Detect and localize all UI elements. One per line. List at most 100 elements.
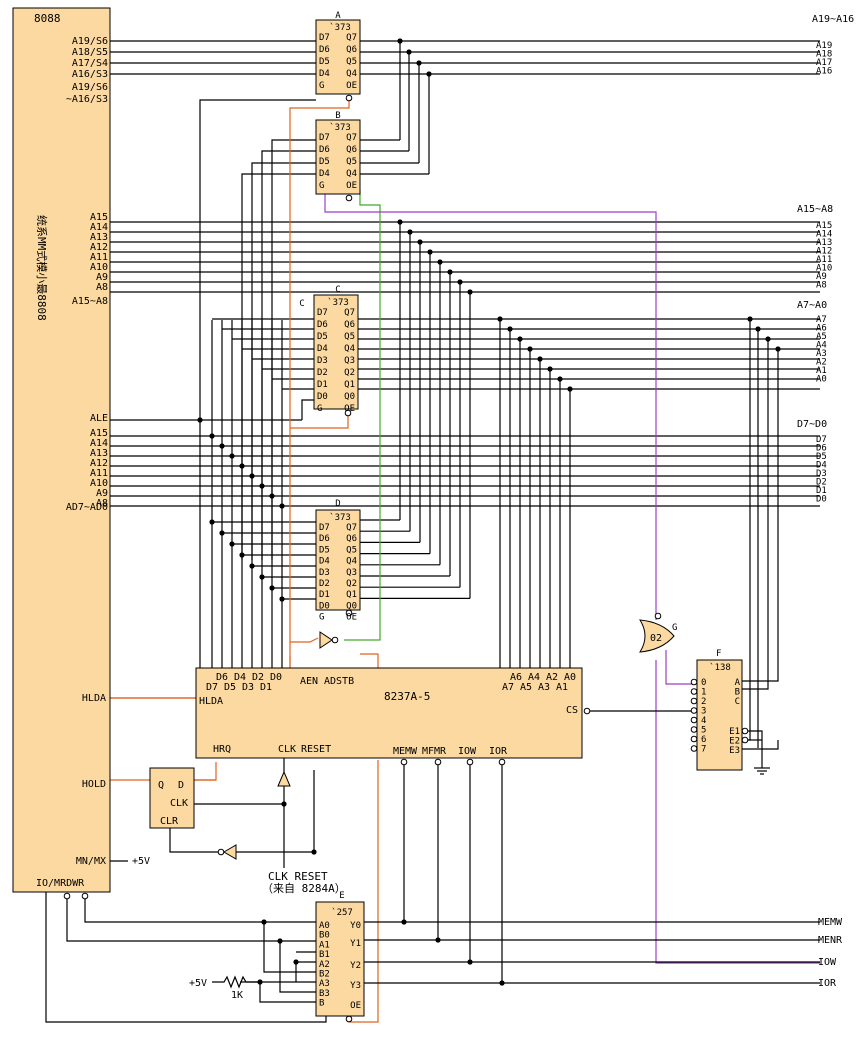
inverter-bubble bbox=[81, 892, 89, 900]
dma-addr-pin: A2 bbox=[546, 672, 558, 683]
output-iow: IOW bbox=[818, 957, 837, 968]
wires bbox=[45, 40, 820, 1023]
flipflop-q-pin: Q bbox=[158, 780, 164, 791]
mux-id: E bbox=[339, 891, 344, 901]
latch-b-pin: OE bbox=[346, 181, 357, 191]
dma-addr-pin: A6 bbox=[510, 672, 522, 683]
junction-dot bbox=[537, 356, 543, 362]
mux-pin: Y1 bbox=[350, 939, 361, 949]
decoder-input-pin: C bbox=[735, 697, 740, 707]
cpu-pin-ale: ALE bbox=[90, 413, 108, 424]
junction-dot bbox=[407, 229, 413, 235]
cpu-pin-mid: A14 bbox=[90, 222, 108, 233]
decoder-output-pin: 4 bbox=[701, 716, 706, 726]
wire bbox=[290, 637, 319, 643]
bus-signal-low: A6 bbox=[816, 324, 827, 334]
latch-c bbox=[313, 294, 359, 410]
bus-signal-data: D6 bbox=[816, 444, 827, 454]
wire bbox=[279, 941, 316, 993]
latch-b bbox=[315, 119, 361, 195]
wire bbox=[84, 896, 316, 923]
latch-b-pin: D5 bbox=[319, 157, 330, 167]
inverter-bubble bbox=[345, 194, 353, 202]
bus-signal-data: D7 bbox=[816, 435, 827, 445]
inverter-buffer bbox=[319, 631, 333, 649]
cpu-pin-mid: A12 bbox=[90, 242, 108, 253]
junction-dot bbox=[426, 71, 432, 77]
labels: 8088统系MM式模小最8808A19/S6A18/S5A17/S4A16/S3… bbox=[34, 11, 854, 1011]
cpu-pin-a17: A17/S4 bbox=[72, 58, 108, 69]
dma-addr-pin: A1 bbox=[556, 682, 568, 693]
junction-dot bbox=[467, 289, 473, 295]
latch-c-pin: D6 bbox=[317, 320, 328, 330]
latch-d-pin: G bbox=[319, 613, 324, 623]
decoder-output-pin: 0 bbox=[701, 678, 706, 688]
latch-c-pin: OE bbox=[344, 404, 355, 414]
decoder-output-pin: 6 bbox=[701, 735, 706, 745]
cpu-vertical-label: 统系MM式模小最8808 bbox=[35, 215, 48, 321]
latch-c-pin: Q1 bbox=[344, 380, 355, 390]
junction-dot bbox=[397, 219, 403, 225]
inverter-bubble bbox=[466, 758, 474, 766]
latch-c-pin: Q6 bbox=[344, 320, 355, 330]
latch-d bbox=[315, 509, 361, 611]
decoder-enable-pin: E1 bbox=[729, 727, 740, 737]
mux-pin: A2 bbox=[319, 960, 330, 970]
mux-pin: A3 bbox=[319, 979, 330, 989]
wire bbox=[289, 101, 350, 668]
wire bbox=[360, 653, 379, 668]
cpu-pin-mid: A8 bbox=[96, 282, 108, 293]
latch-b-pin: Q6 bbox=[346, 145, 357, 155]
junction-dot bbox=[219, 530, 225, 536]
junction-dot bbox=[457, 279, 463, 285]
junction-dot bbox=[209, 519, 215, 525]
dma-reset-pin: RESET bbox=[301, 744, 331, 755]
decoder-output-pin: 5 bbox=[701, 726, 706, 736]
latch-a-pin: D7 bbox=[319, 33, 330, 43]
latch-d-pin: Q1 bbox=[346, 590, 357, 600]
dma-addr-pin: A5 bbox=[520, 682, 532, 693]
inverter-bubble bbox=[331, 636, 339, 644]
dma-addr-pin: A7 bbox=[502, 682, 514, 693]
latch-d-pin: D4 bbox=[319, 557, 330, 567]
cpu-pin-low: A11 bbox=[90, 468, 108, 479]
bus-label-d7-d0: D7~D0 bbox=[797, 419, 827, 430]
cpu-bus-label: A15~A8 bbox=[72, 296, 108, 307]
latch-c-pin: D5 bbox=[317, 332, 328, 342]
wire bbox=[290, 416, 349, 429]
junction-dot bbox=[281, 801, 287, 807]
latch-a-pin: G bbox=[319, 81, 324, 91]
latch-c-pin: G bbox=[317, 404, 322, 414]
bus-signal-low: A4 bbox=[816, 341, 827, 351]
junction-dot bbox=[209, 433, 215, 439]
inverter-bubble bbox=[690, 678, 698, 686]
junction-dot bbox=[293, 959, 299, 965]
inverter-bubble bbox=[690, 697, 698, 705]
dma-addr-pin: A0 bbox=[564, 672, 576, 683]
cpu-8088-chip bbox=[12, 7, 111, 893]
bus-signal-low: A5 bbox=[816, 332, 827, 342]
latch-b-pin: G bbox=[319, 181, 324, 191]
latch-c-pin: Q4 bbox=[344, 344, 355, 354]
cpu-pin-a18: A18/S5 bbox=[72, 47, 108, 58]
bus-signal-mid: A10 bbox=[816, 264, 832, 274]
latch-a bbox=[315, 19, 361, 95]
bus-signal-mid: A11 bbox=[816, 255, 832, 265]
dma-memw-pin: MEMW bbox=[393, 746, 418, 757]
bus-signal-hi: A19 bbox=[816, 41, 832, 51]
gate-02-g-label: G bbox=[672, 623, 677, 633]
gate-02 bbox=[639, 619, 675, 653]
wire bbox=[66, 896, 316, 942]
flipflop-clr-pin: CLR bbox=[160, 816, 179, 827]
mux-pin: B1 bbox=[319, 950, 330, 960]
bus-signal-mid: A14 bbox=[816, 230, 832, 240]
cpu-group-label: ~A16/S3 bbox=[66, 94, 108, 105]
wire bbox=[742, 339, 769, 690]
wire bbox=[742, 740, 779, 750]
inverter-bubble bbox=[344, 409, 352, 417]
junction-dot bbox=[261, 919, 267, 925]
junction-dot bbox=[229, 453, 235, 459]
bus-signal-mid: A13 bbox=[816, 238, 832, 248]
output-ior: IOR bbox=[818, 978, 837, 989]
dma-data-pin: D0 bbox=[270, 672, 282, 683]
